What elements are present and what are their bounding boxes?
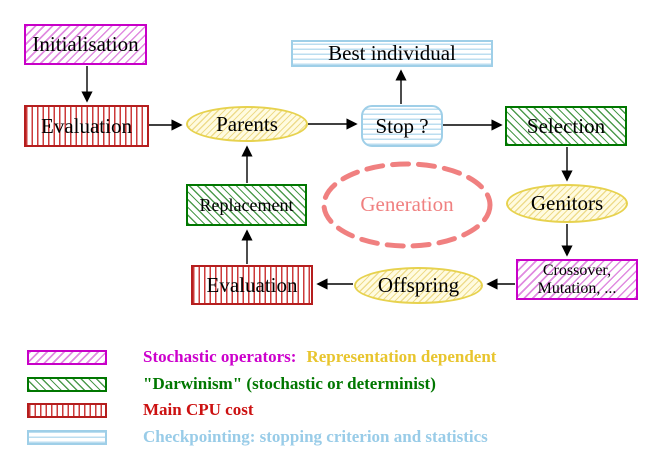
node-stop: Stop ? [361,105,443,147]
legend-swatch-stochastic-operators [27,349,107,365]
node-offspring-label: Offspring [377,273,460,297]
node-evaluation-bottom-label: Evaluation [206,272,298,297]
legend-swatch-checkpointing [27,429,107,445]
legend-swatch-main-cpu-cost [27,402,107,418]
node-best-individual: Best individual [291,40,493,67]
legend-text-main-cpu-cost: Main CPU cost [143,400,254,419]
legend-row-stochastic-operators: Stochastic operators: Representation depe… [27,347,496,367]
node-genitors: Genitors [506,184,628,223]
node-best-individual-label: Best individual [328,41,456,65]
node-parents: Parents [186,106,308,142]
generation-loop-label: Generation [360,192,454,216]
node-crossover-mutation: Crossover, Mutation, ... [516,259,638,300]
legend-text-stochastic: Stochastic operators: [143,347,297,366]
node-selection: Selection [505,106,627,146]
node-crossover-line1: Crossover, [542,261,612,279]
node-offspring: Offspring [354,267,483,304]
node-evaluation-top-label: Evaluation [41,113,132,138]
node-initialisation-label: Initialisation [32,32,139,56]
legend-text-representation: Representation dependent [306,347,497,366]
node-evaluation-top: Evaluation [24,105,149,147]
legend-swatch-darwinism [27,376,107,392]
node-replacement: Replacement [186,184,307,226]
node-replacement-label: Replacement [199,194,294,215]
legend-text-checkpointing: Checkpointing: stopping criterion and st… [143,427,488,446]
legend-text-darwinism: "Darwinism" (stochastic or determinist) [143,374,436,393]
legend-row-checkpointing: Checkpointing: stopping criterion and st… [27,427,488,447]
node-evaluation-bottom: Evaluation [191,265,313,305]
legend-row-darwinism: "Darwinism" (stochastic or determinist) [27,374,436,394]
node-initialisation: Initialisation [24,24,147,65]
node-parents-label: Parents [216,111,278,136]
legend-label-stochastic-operators: Stochastic operators: Representation depe… [143,347,496,367]
node-genitors-label: Genitors [530,191,604,215]
node-selection-label: Selection [526,113,606,138]
node-stop-label: Stop ? [375,113,429,138]
legend-row-main-cpu-cost: Main CPU cost [27,400,253,420]
node-crossover-line2: Mutation, ... [537,279,617,297]
